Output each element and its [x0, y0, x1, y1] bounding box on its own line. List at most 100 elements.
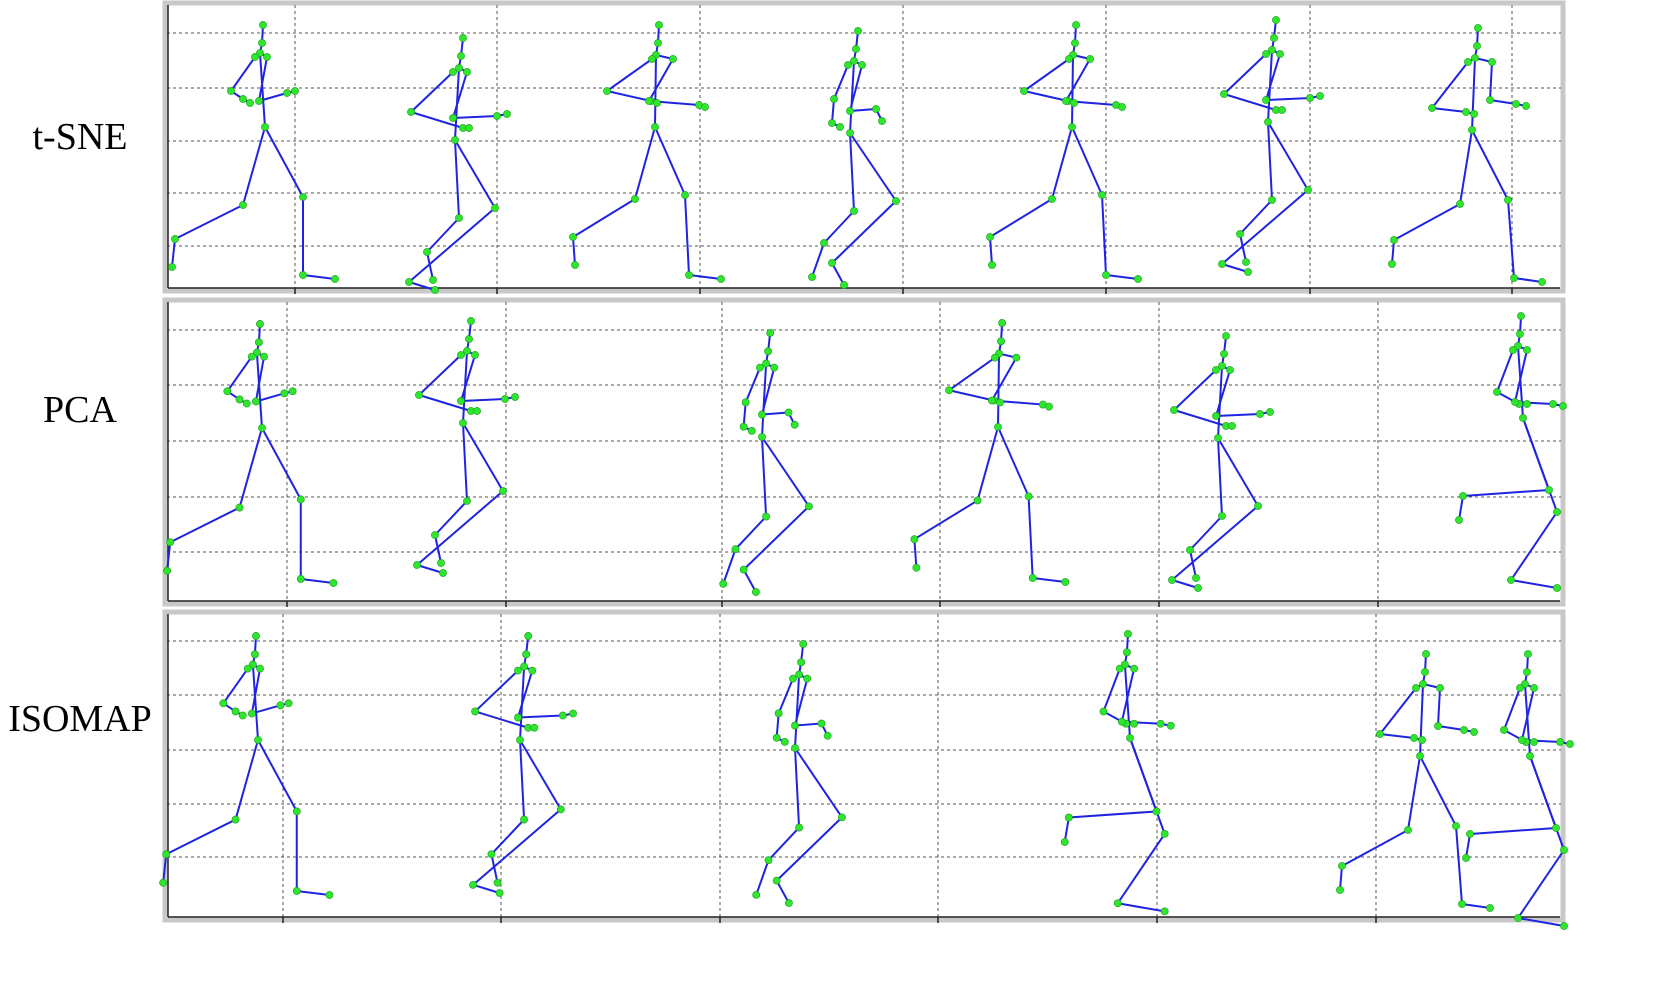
- joint-lhd: [1130, 719, 1138, 728]
- joint-lwr: [235, 395, 244, 404]
- bone: [948, 356, 996, 392]
- joint-rto: [1538, 278, 1546, 286]
- joint-rsh: [1130, 664, 1138, 673]
- bone: [811, 242, 825, 278]
- joint-lsh: [1065, 55, 1073, 63]
- joint-lan: [431, 531, 439, 539]
- joint-rel: [846, 107, 854, 115]
- joint-rhd: [284, 699, 293, 708]
- joint-lkn: [463, 497, 471, 505]
- joint-lan: [1338, 862, 1346, 870]
- bone: [472, 883, 501, 894]
- joint-rkn: [491, 204, 499, 212]
- joint-lwr: [828, 119, 836, 127]
- joint-ran: [1507, 576, 1515, 584]
- bone: [261, 427, 302, 501]
- bone: [408, 281, 436, 291]
- joint-lsh: [648, 55, 656, 63]
- joint-lel: [1170, 406, 1178, 414]
- joint-lto: [1336, 886, 1344, 894]
- bone: [418, 354, 462, 396]
- row-label-tsne: t-SNE: [32, 116, 128, 158]
- bone: [833, 64, 849, 100]
- bone: [242, 126, 266, 206]
- bone: [1341, 829, 1409, 867]
- joint-rkn: [1098, 191, 1106, 199]
- bone: [913, 499, 979, 541]
- bone: [250, 667, 262, 715]
- joint-lkn: [455, 214, 463, 222]
- joint-hip: [516, 736, 524, 744]
- bone: [1419, 683, 1424, 757]
- joint-chest: [252, 348, 261, 357]
- joint-hip: [451, 136, 459, 144]
- joint-rkn: [1254, 502, 1262, 510]
- joint-lsh: [243, 664, 252, 673]
- bone: [1116, 902, 1166, 913]
- joint-rwr: [1460, 726, 1468, 734]
- joint-hip: [651, 123, 659, 131]
- joint-hip: [1126, 734, 1134, 742]
- joint-rkn: [299, 193, 307, 201]
- bone: [1023, 90, 1069, 102]
- joint-lan: [1466, 830, 1474, 838]
- joint-lto: [1455, 516, 1463, 524]
- joint-hip: [254, 736, 262, 744]
- joint-lkn: [973, 496, 982, 505]
- joint-neck: [258, 39, 266, 47]
- joint-rel: [255, 97, 263, 105]
- bone: [1223, 93, 1277, 111]
- bone: [410, 111, 464, 129]
- joint-rwr: [493, 112, 501, 120]
- joint-rkn: [556, 805, 565, 814]
- joint-rto: [1061, 578, 1070, 586]
- joint-head: [1222, 332, 1230, 340]
- bone: [1517, 917, 1565, 927]
- joint-lel: [603, 87, 611, 95]
- joint-rto: [1134, 275, 1142, 283]
- joint-rsh: [463, 68, 471, 76]
- joint-rto: [840, 281, 848, 289]
- joint-lkn: [1152, 807, 1161, 816]
- joint-rkn: [1452, 822, 1460, 830]
- panel-pca: [162, 297, 1567, 607]
- joint-rkn: [1160, 829, 1169, 838]
- joint-rsh: [1523, 346, 1531, 354]
- bone: [1267, 121, 1309, 191]
- panel-frame: [162, 0, 1566, 294]
- joint-lkn: [1545, 486, 1553, 494]
- joint-lel: [1099, 707, 1108, 716]
- joint-lhd: [238, 711, 247, 720]
- joint-lto: [429, 276, 437, 284]
- skeleton-1: [168, 21, 339, 283]
- skeleton-7: [1388, 24, 1546, 286]
- joint-ran: [292, 887, 301, 895]
- joint-rel: [1262, 96, 1270, 104]
- joint-lto: [1388, 260, 1396, 268]
- joint-head: [655, 21, 663, 29]
- bone: [849, 132, 855, 212]
- bone: [1379, 687, 1417, 735]
- bone: [1459, 129, 1473, 205]
- joint-lan: [487, 850, 496, 859]
- bone: [258, 56, 268, 102]
- bone: [1217, 365, 1223, 439]
- joint-rel: [987, 396, 996, 405]
- joint-lel: [223, 387, 232, 396]
- joint-rel: [1062, 97, 1070, 105]
- bone: [255, 351, 263, 429]
- joint-lan: [423, 248, 431, 256]
- joint-rto: [1486, 904, 1494, 912]
- joint-lhd: [242, 399, 251, 408]
- bone: [169, 506, 241, 544]
- panel-tsne: [162, 0, 1566, 294]
- joint-lto: [988, 261, 996, 269]
- joint-hip: [994, 423, 1002, 431]
- joint-rhd: [288, 387, 297, 396]
- joint-lhd: [1530, 738, 1538, 746]
- joint-hip: [459, 419, 467, 427]
- joint-hip: [791, 744, 799, 752]
- bone: [572, 198, 636, 238]
- joint-rkn: [1504, 196, 1512, 204]
- joint-rsh: [528, 666, 537, 675]
